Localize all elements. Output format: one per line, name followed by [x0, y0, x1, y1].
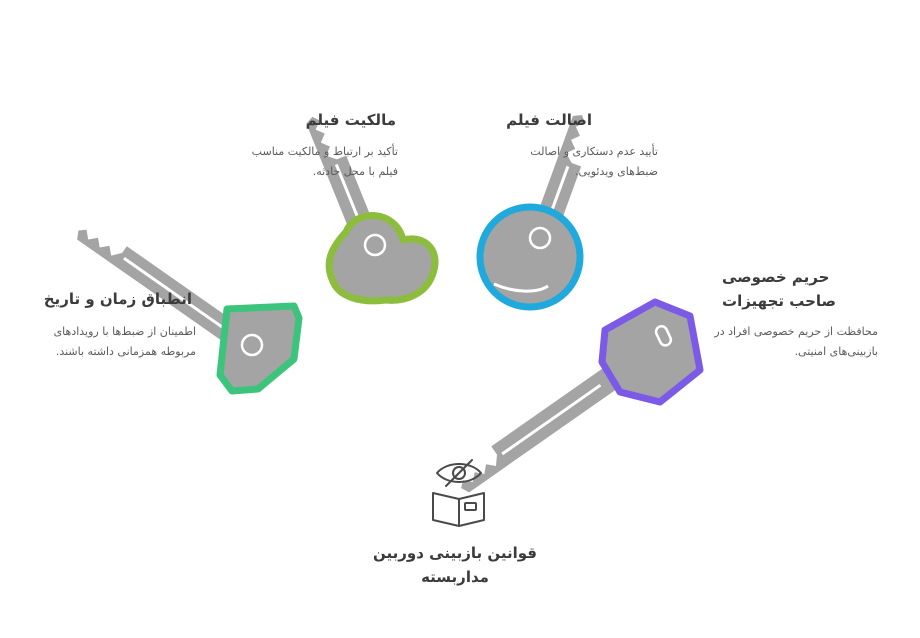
- item-title-time-date: انطباق زمان و تاریخ: [43, 290, 192, 308]
- key-hexagon-icon: [457, 298, 704, 496]
- item-title-authenticity: اصالت فیلم: [506, 111, 592, 129]
- key-cloud-icon: [302, 113, 439, 305]
- item-desc-ownership: تأکید بر ارتباط و مالکیت مناسب فیلم با م…: [251, 145, 398, 178]
- item-desc-privacy: محافظت از حریم خصوصی افراد در بازبینی‌ها…: [714, 325, 878, 358]
- item-desc-authenticity: تأیید عدم دستکاری و اصالت ضبط‌های ویدئوی…: [530, 145, 658, 178]
- item-title-ownership: مالکیت فیلم: [305, 111, 396, 129]
- key-pentagon-icon: [73, 226, 303, 395]
- key-round-icon: [476, 111, 589, 311]
- center-title: قوانین بازبینی دوربین مداربسته: [373, 544, 537, 586]
- item-desc-time-date: اطمینان از ضبط‌ها با رویدادهای مربوطه هم…: [53, 325, 196, 358]
- eye-slash-book-icon: [432, 459, 485, 527]
- item-title-privacy: حریم خصوصی صاحب تجهیزات: [722, 268, 837, 310]
